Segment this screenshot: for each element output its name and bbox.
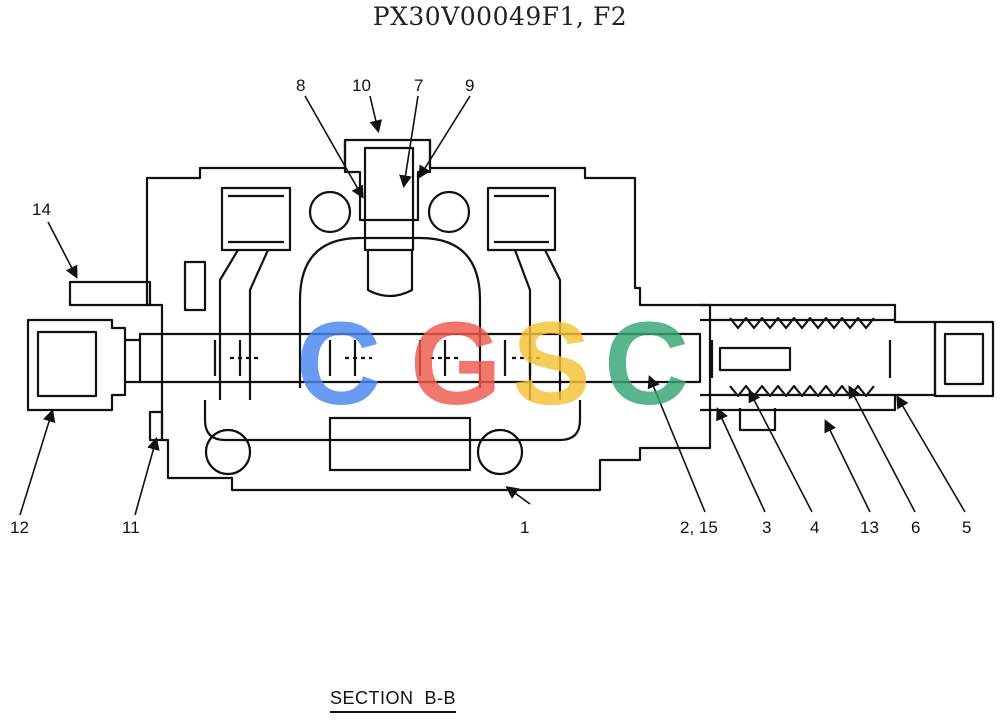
callout-10: 10	[352, 76, 371, 95]
left-upper-fitting	[68, 280, 152, 307]
spring-upper	[729, 316, 875, 330]
left-end-cap	[26, 318, 127, 412]
leader-6	[848, 385, 916, 513]
watermark-letter-s: S	[512, 298, 591, 430]
callout-9: 9	[465, 76, 475, 95]
leader-9	[418, 95, 471, 179]
callout-8: 8	[296, 76, 306, 95]
right-end-cap	[933, 320, 995, 398]
leader-1	[505, 486, 531, 505]
upper-passage	[183, 260, 207, 312]
callout-5: 5	[962, 518, 972, 537]
watermark-letter-c1: C	[296, 298, 381, 430]
callout-3: 3	[762, 518, 772, 537]
bore-left	[308, 190, 352, 234]
leader-5	[896, 395, 966, 513]
leader-8	[304, 95, 364, 199]
leader-4	[748, 389, 813, 513]
plug-tip	[366, 250, 414, 298]
left-cap-inner	[36, 330, 98, 398]
watermark-logo: C G S C	[296, 298, 689, 430]
callout-6: 6	[911, 518, 921, 537]
leader-3	[716, 407, 766, 513]
left-port	[220, 186, 292, 252]
drawing-number-title: PX30V00049F1, F2	[372, 2, 628, 31]
callout-11: 11	[122, 518, 140, 537]
callout-1: 1	[520, 518, 530, 537]
leader-10	[369, 95, 383, 134]
bore-lower-left	[204, 428, 252, 476]
watermark-letter-g: G	[410, 298, 502, 430]
callout-7: 7	[414, 76, 424, 95]
leader-13	[824, 419, 871, 513]
leader-12	[19, 408, 56, 516]
callout-4: 4	[810, 518, 820, 537]
callout-2-15: 2, 15	[680, 518, 718, 537]
leader-11	[134, 436, 160, 516]
leader-2-15	[647, 375, 706, 513]
section-label: SECTION B-B	[330, 688, 457, 713]
watermark-letter-c2: C	[604, 298, 689, 430]
top-plug	[343, 140, 432, 222]
lower-chamber	[328, 416, 472, 472]
snap-ring	[148, 410, 164, 442]
spool	[138, 332, 702, 384]
callout-12: 12	[10, 518, 29, 537]
bore-right	[427, 190, 471, 234]
bore-lower-right	[476, 428, 524, 476]
retainer	[738, 408, 777, 432]
callout-14: 14	[32, 200, 51, 219]
spring-seat	[718, 346, 792, 372]
right-port	[486, 186, 557, 252]
leader-14	[47, 221, 78, 279]
callout-13: 13	[860, 518, 879, 537]
leader-7	[399, 95, 419, 189]
plug-stem	[363, 146, 415, 252]
internal-channel	[298, 236, 482, 388]
